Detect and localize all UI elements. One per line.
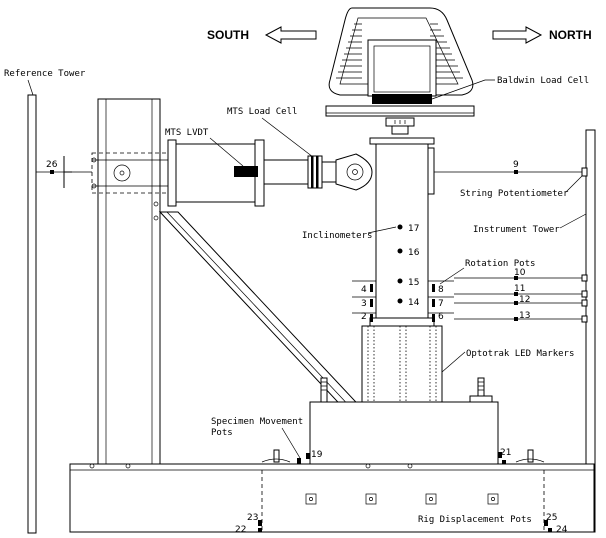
instrument-tower-leader bbox=[559, 213, 587, 229]
rot-pot-8-label: 8 bbox=[438, 285, 444, 295]
rotation-pots-label: Rotation Pots bbox=[465, 259, 535, 269]
baldwin-load-cell bbox=[385, 117, 415, 135]
pot-25-marker bbox=[544, 520, 548, 526]
pot-23-marker bbox=[258, 520, 262, 526]
rot-pot-6-label: 6 bbox=[438, 312, 444, 322]
instrument-tower-label: Instrument Tower bbox=[473, 225, 560, 235]
rot-pot-7-label: 7 bbox=[438, 299, 444, 309]
pot-13-label: 13 bbox=[519, 311, 530, 321]
pot-18-marker bbox=[297, 458, 301, 464]
pot-24-label: 24 bbox=[556, 525, 568, 535]
pot-22-label: 22 bbox=[235, 525, 246, 535]
string-pot-9-label: 9 bbox=[513, 160, 519, 170]
rot-pot-2-label: 2 bbox=[361, 312, 367, 322]
rot-pot-4-label: 4 bbox=[361, 285, 367, 295]
specimen-movement-pots-label-2: Pots bbox=[211, 428, 233, 438]
mts-lvdt bbox=[234, 166, 258, 177]
string-pot-9-marker bbox=[514, 170, 518, 174]
top-reaction-frame bbox=[325, 7, 475, 117]
reference-tower bbox=[27, 94, 37, 534]
mts-load-cell-leader bbox=[261, 117, 314, 158]
string-potentiometer-leader bbox=[565, 175, 583, 193]
pot-26-label: 26 bbox=[46, 160, 58, 170]
tower-pot-lines bbox=[454, 274, 588, 323]
baldwin-load-cell-label: Baldwin Load Cell bbox=[497, 76, 589, 86]
base-beam bbox=[69, 463, 595, 533]
pot-25-label: 25 bbox=[546, 513, 557, 523]
inclinometer-17-label: 17 bbox=[408, 224, 419, 234]
mts-lvdt-leader bbox=[209, 137, 244, 167]
south-label: SOUTH bbox=[207, 28, 249, 42]
rig-displacement-pots-label: Rig Displacement Pots bbox=[418, 515, 532, 525]
pot-21-label: 21 bbox=[500, 448, 511, 458]
pot-24-marker bbox=[548, 528, 552, 532]
specimen-column bbox=[369, 137, 435, 327]
south-arrow-icon bbox=[264, 26, 317, 44]
mts-load-cell bbox=[307, 155, 337, 189]
inclinometers-leader bbox=[367, 226, 397, 234]
reference-tower-label: Reference Tower bbox=[4, 69, 86, 79]
baldwin-leader-line bbox=[431, 79, 495, 100]
inclinometer-14-label: 14 bbox=[408, 298, 420, 308]
pot-10-label: 10 bbox=[514, 268, 526, 278]
reference-tower-leader bbox=[27, 79, 34, 96]
rotation-pots-left bbox=[352, 280, 376, 322]
pot-11-label: 11 bbox=[514, 284, 525, 294]
pot-19-marker bbox=[306, 453, 310, 459]
mts-lvdt-label: MTS LVDT bbox=[165, 128, 209, 138]
pot-21-marker bbox=[498, 452, 502, 458]
pot-26-marker bbox=[50, 170, 54, 174]
pot-22-marker bbox=[258, 528, 262, 532]
specimen-movement-pots-label-1: Specimen Movement bbox=[211, 417, 303, 427]
rot-pot-3-label: 3 bbox=[361, 299, 367, 309]
reaction-column bbox=[91, 98, 161, 533]
north-label: NORTH bbox=[549, 28, 592, 42]
clevis-pin bbox=[335, 153, 373, 191]
optotrak-label: Optotrak LED Markers bbox=[466, 349, 574, 359]
pot-23-label: 23 bbox=[247, 513, 258, 523]
specimen-movement-leader bbox=[281, 427, 301, 459]
north-arrow-icon bbox=[492, 26, 543, 44]
specimen-pedestal bbox=[361, 325, 443, 403]
mts-load-cell-label: MTS Load Cell bbox=[227, 107, 297, 117]
inclinometers-label: Inclinometers bbox=[302, 231, 372, 241]
footing-block bbox=[309, 401, 499, 465]
inclinometer-markers bbox=[397, 224, 403, 304]
inclinometer-16-label: 16 bbox=[408, 248, 420, 258]
pot-26-plate bbox=[63, 156, 72, 188]
rotation-pots-leader bbox=[439, 267, 465, 285]
optotrak-leader bbox=[441, 351, 466, 373]
string-potentiometer-label: String Potentiometer bbox=[460, 189, 569, 199]
rotation-pots-right bbox=[428, 280, 454, 322]
pot-20-marker bbox=[502, 460, 506, 466]
anchor-bolts bbox=[261, 377, 545, 463]
pot-19-label: 19 bbox=[311, 450, 323, 460]
pot-12-label: 12 bbox=[519, 295, 530, 305]
inclinometer-15-label: 15 bbox=[408, 278, 419, 288]
string-pot-body bbox=[581, 167, 588, 177]
